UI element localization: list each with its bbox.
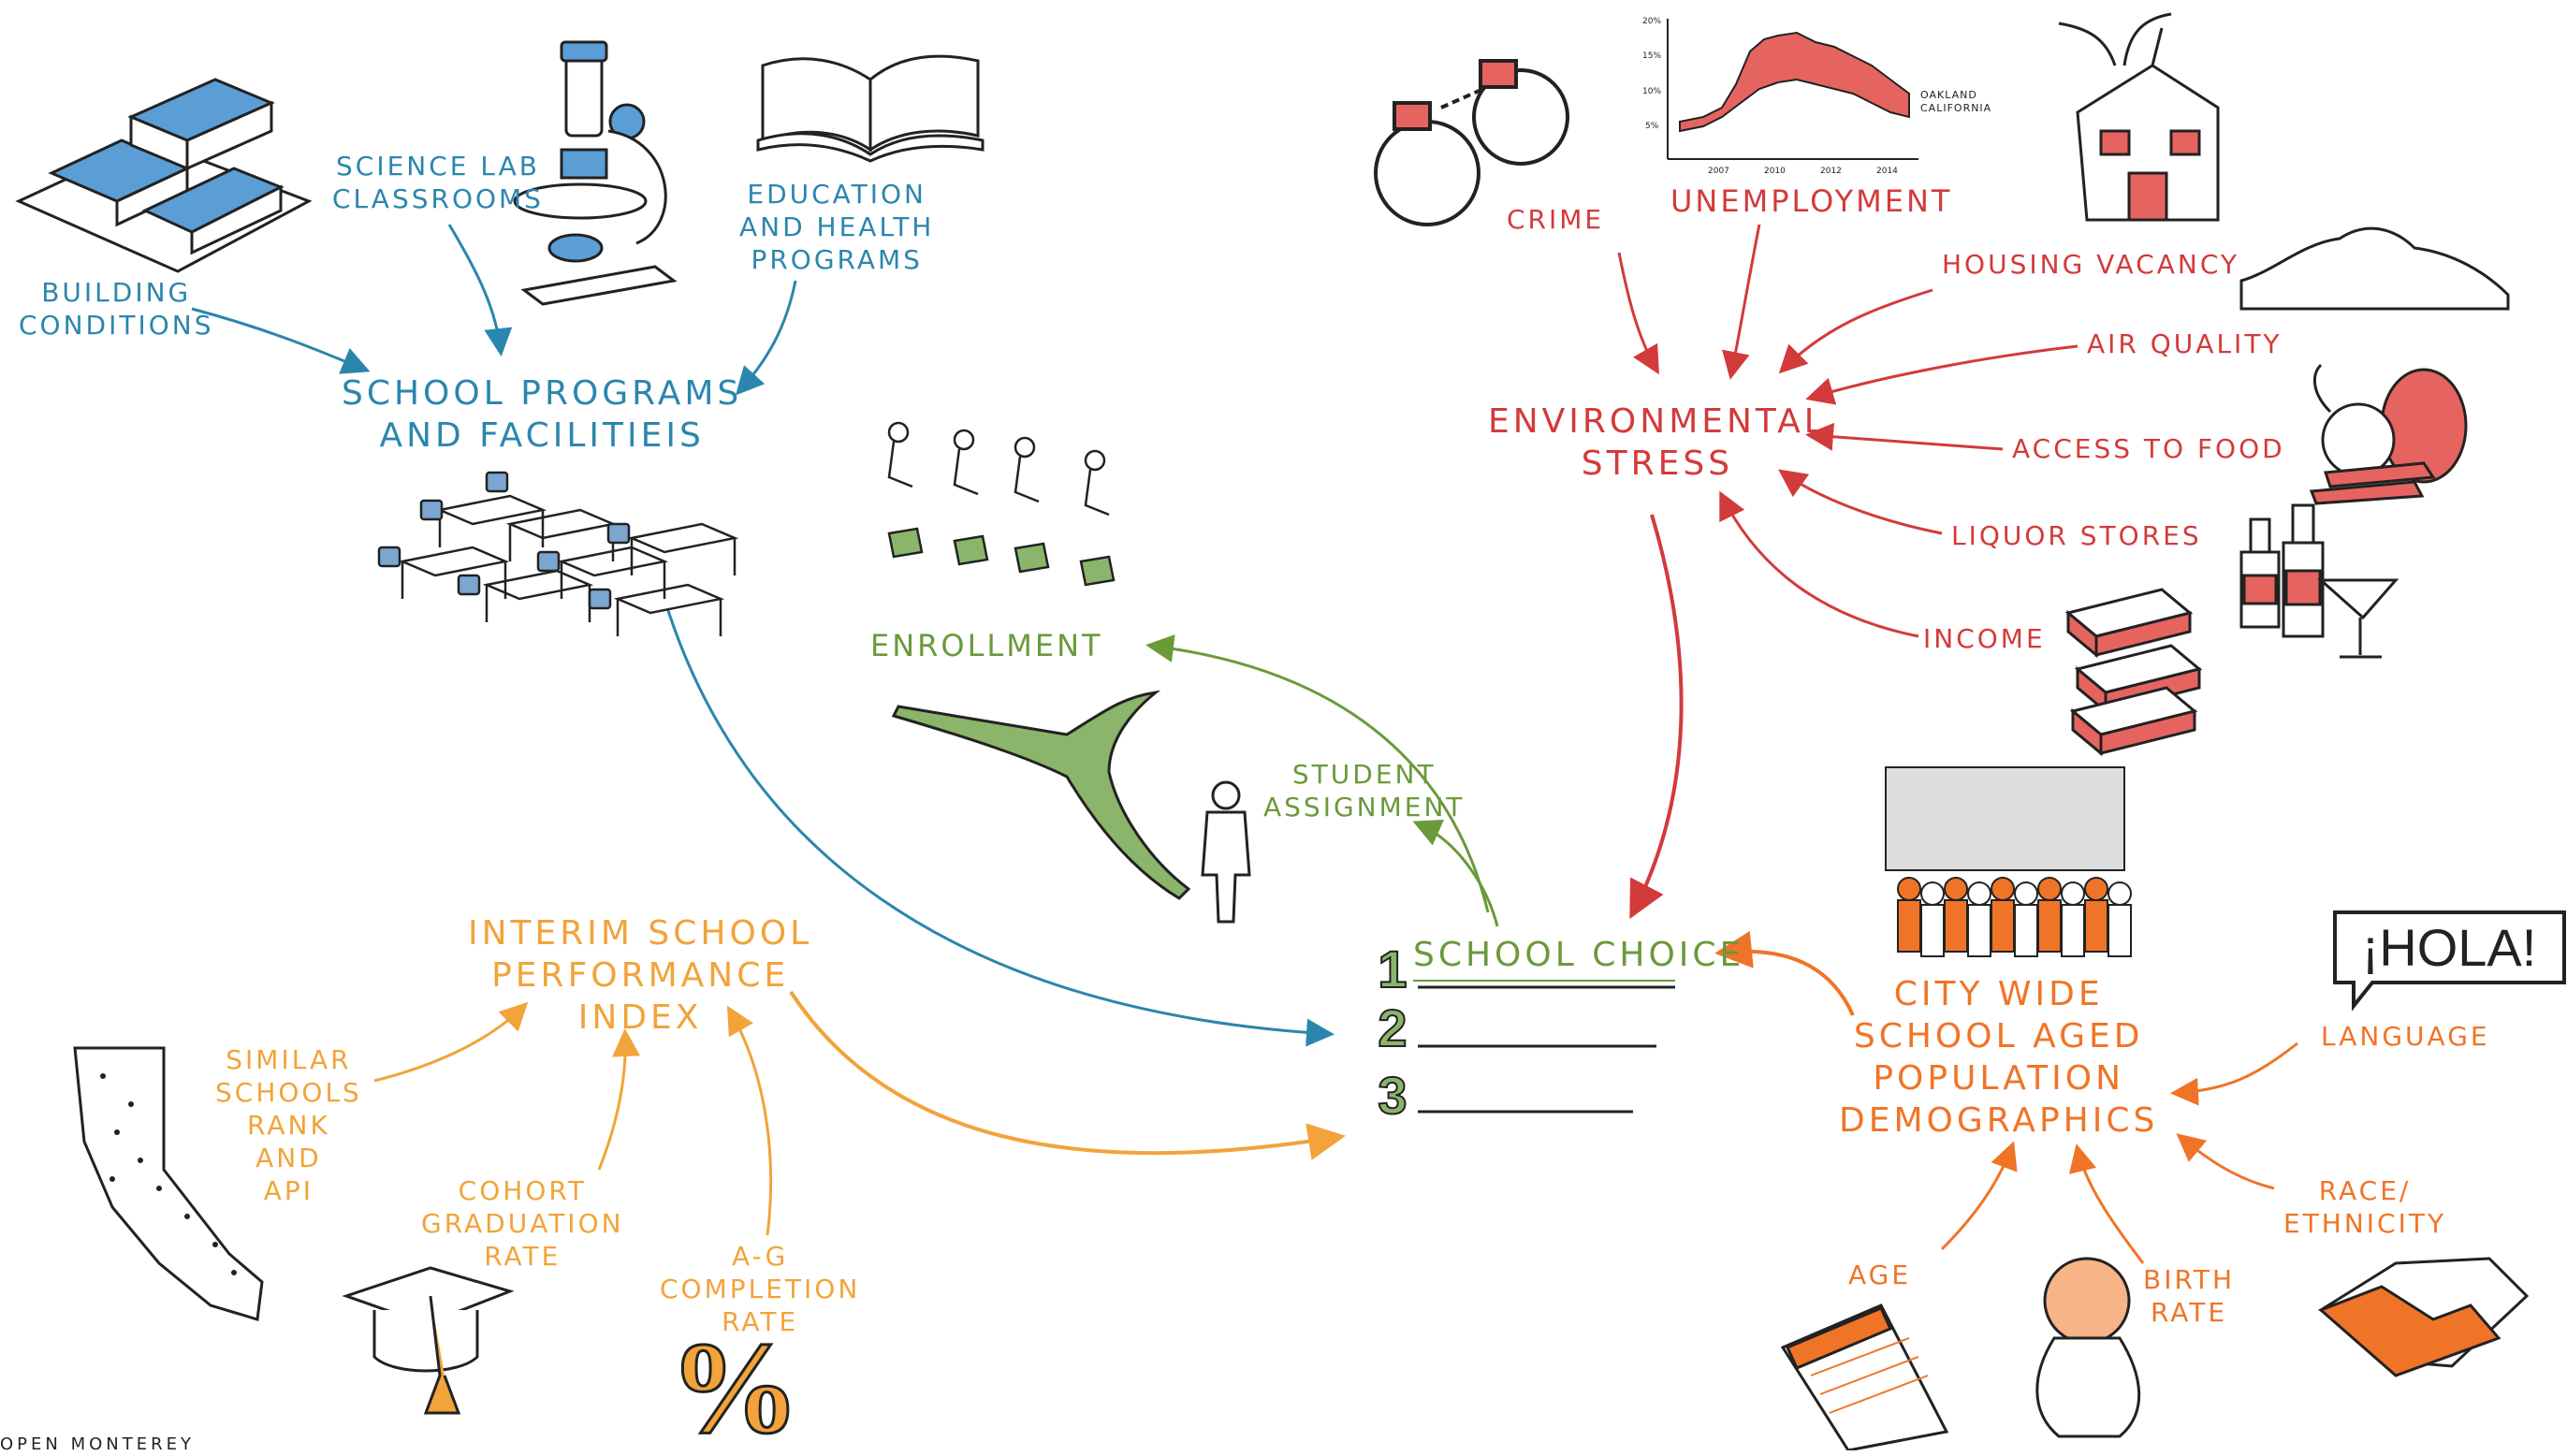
label-cohort-graduation-rate: COHORT GRADUATION RATE <box>421 1175 624 1272</box>
calendar-illustration <box>1780 1303 1949 1450</box>
forked-path-illustration <box>891 690 1191 900</box>
unemployment-area <box>1679 31 1910 133</box>
arrow-income-to-stress <box>1719 490 1919 638</box>
handcuffs-illustration <box>1374 59 1569 226</box>
label-school-programs-facilities: SCHOOL PROGRAMS AND FACILITIEIS <box>342 374 743 455</box>
label-language: LANGUAGE <box>2321 1021 2490 1052</box>
arrow-programs-to-choice <box>663 598 1335 1047</box>
arrow-race-to-demographics <box>2176 1133 2275 1190</box>
label-birth-rate: BIRTH RATE <box>2143 1264 2236 1328</box>
label-building-conditions: BUILDING CONDITIONS <box>19 277 214 341</box>
label-science-lab-classrooms: SCIENCE LAB CLASSROOMS <box>332 151 544 214</box>
arrow-assignment-to-enrollment <box>1145 634 1490 913</box>
label-ag-completion-rate: A-G COMPLETION RATE <box>660 1241 861 1337</box>
handshake-illustration <box>2318 1257 2530 1377</box>
california-map-illustration <box>73 1046 264 1321</box>
y-tick-5: 5% <box>1645 122 1659 131</box>
arrow-housing-to-stress <box>1778 288 1933 374</box>
label-school-choice: SCHOOL CHOICE <box>1413 936 1745 974</box>
produce-illustration <box>2309 363 2468 505</box>
arrow-similar-to-index <box>373 1001 529 1083</box>
arrow-food-to-stress <box>1805 422 2004 451</box>
liquor-bottles-illustration <box>2239 503 2399 659</box>
arrow-birth-to-demographics <box>2068 1143 2145 1264</box>
arrow-age-to-demographics <box>1940 1141 2018 1251</box>
smog-cloud-illustration <box>2239 226 2510 311</box>
label-liquor-stores: LIQUOR STORES <box>1951 520 2202 551</box>
california-school-dots <box>100 1073 237 1275</box>
choice-number-1: 1 <box>1378 939 1407 998</box>
arrow-choice-to-assignment <box>1412 820 1499 927</box>
arrow-cohort-to-index <box>597 1028 641 1171</box>
label-race-ethnicity: RACE/ ETHNICITY <box>2283 1175 2447 1239</box>
choice-number-3: 3 <box>1378 1066 1407 1125</box>
blue-arrows <box>191 224 797 396</box>
red-arrows <box>1617 224 2078 638</box>
label-citywide-demographics: CITY WIDE SCHOOL AGED POPULATION DEMOGRA… <box>1839 975 2159 1140</box>
choice-number-2: 2 <box>1378 998 1407 1057</box>
label-education-health-programs: EDUCATION AND HEALTH PROGRAMS <box>739 179 935 275</box>
orange-arrows <box>1940 1041 2298 1264</box>
school-buildings-illustration <box>15 78 313 273</box>
arrow-unemployment-to-stress <box>1721 224 1761 380</box>
arrow-education-to-programs <box>735 280 797 396</box>
label-air-quality: AIR QUALITY <box>2087 328 2283 359</box>
school-choice-list <box>1418 985 1675 1114</box>
label-unemployment: UNEMPLOYMENT <box>1670 183 1953 219</box>
chairs-enrollment-illustration <box>887 421 1116 587</box>
arrow-stress-to-choice <box>1629 514 1684 920</box>
graduation-cap-illustration <box>342 1266 515 1415</box>
hola-text: ¡HOLA! <box>2362 918 2537 977</box>
arrow-building-to-programs <box>191 307 371 374</box>
hola-speech-bubble: ¡HOLA! <box>2333 910 2566 1012</box>
percent-glyph: % <box>669 1316 800 1450</box>
label-enrollment: ENROLLMENT <box>870 628 1103 663</box>
label-crime: CRIME <box>1507 204 1605 235</box>
label-income: INCOME <box>1923 623 2046 654</box>
open-book-illustration <box>756 54 985 163</box>
crowd-illustration <box>1885 766 2132 957</box>
arrow-air-to-stress <box>1805 344 2078 405</box>
label-access-to-food: ACCESS TO FOOD <box>2012 433 2285 464</box>
arrow-language-to-demographics <box>2170 1041 2298 1106</box>
choice-numbers: 1 2 3 <box>1377 939 1407 1126</box>
label-interim-school-performance-index: INTERIM SCHOOL PERFORMANCE INDEX <box>468 914 813 1037</box>
label-student-assignment: STUDENT ASSIGNMENT <box>1263 759 1466 823</box>
arrow-liquor-to-stress <box>1778 469 1943 535</box>
x-tick-2012: 2012 <box>1820 167 1842 176</box>
x-tick-2014: 2014 <box>1876 167 1898 176</box>
label-housing-vacancy: HOUSING VACANCY <box>1942 249 2239 280</box>
x-tick-2007: 2007 <box>1708 167 1729 176</box>
y-tick-15: 15% <box>1642 51 1661 61</box>
label-environmental-stress: ENVIRONMENTAL STRESS <box>1488 402 1827 483</box>
arrow-science-to-programs <box>447 224 513 357</box>
baby-illustration <box>2035 1257 2141 1438</box>
money-stacks-illustration <box>2064 588 2203 757</box>
label-similar-schools-rank: SIMILAR SCHOOLS RANK AND API <box>215 1044 362 1206</box>
y-tick-20: 20% <box>1642 17 1661 26</box>
standing-person-illustration <box>1201 780 1251 924</box>
arrow-demographics-to-choice <box>1714 930 1855 1016</box>
unemployment-chart: 20% 15% 10% 5% 2007 2010 2012 2014 <box>1642 17 1918 176</box>
x-tick-2010: 2010 <box>1764 167 1786 176</box>
vacant-house-illustration <box>2058 12 2220 222</box>
arrow-ag-to-index <box>727 1005 773 1236</box>
y-tick-10: 10% <box>1642 87 1661 96</box>
arrow-index-to-choice <box>789 990 1346 1160</box>
arrow-crime-to-stress <box>1617 252 1659 375</box>
chart-series-label: OAKLAND CALIFORNIA <box>1920 89 1992 114</box>
microscope-illustration <box>513 40 678 306</box>
desks-and-chairs-illustration <box>377 471 739 636</box>
amber-arrows <box>373 1001 773 1236</box>
footer-text: OPEN MONTEREY <box>0 1434 195 1454</box>
label-age: AGE <box>1848 1259 1912 1290</box>
